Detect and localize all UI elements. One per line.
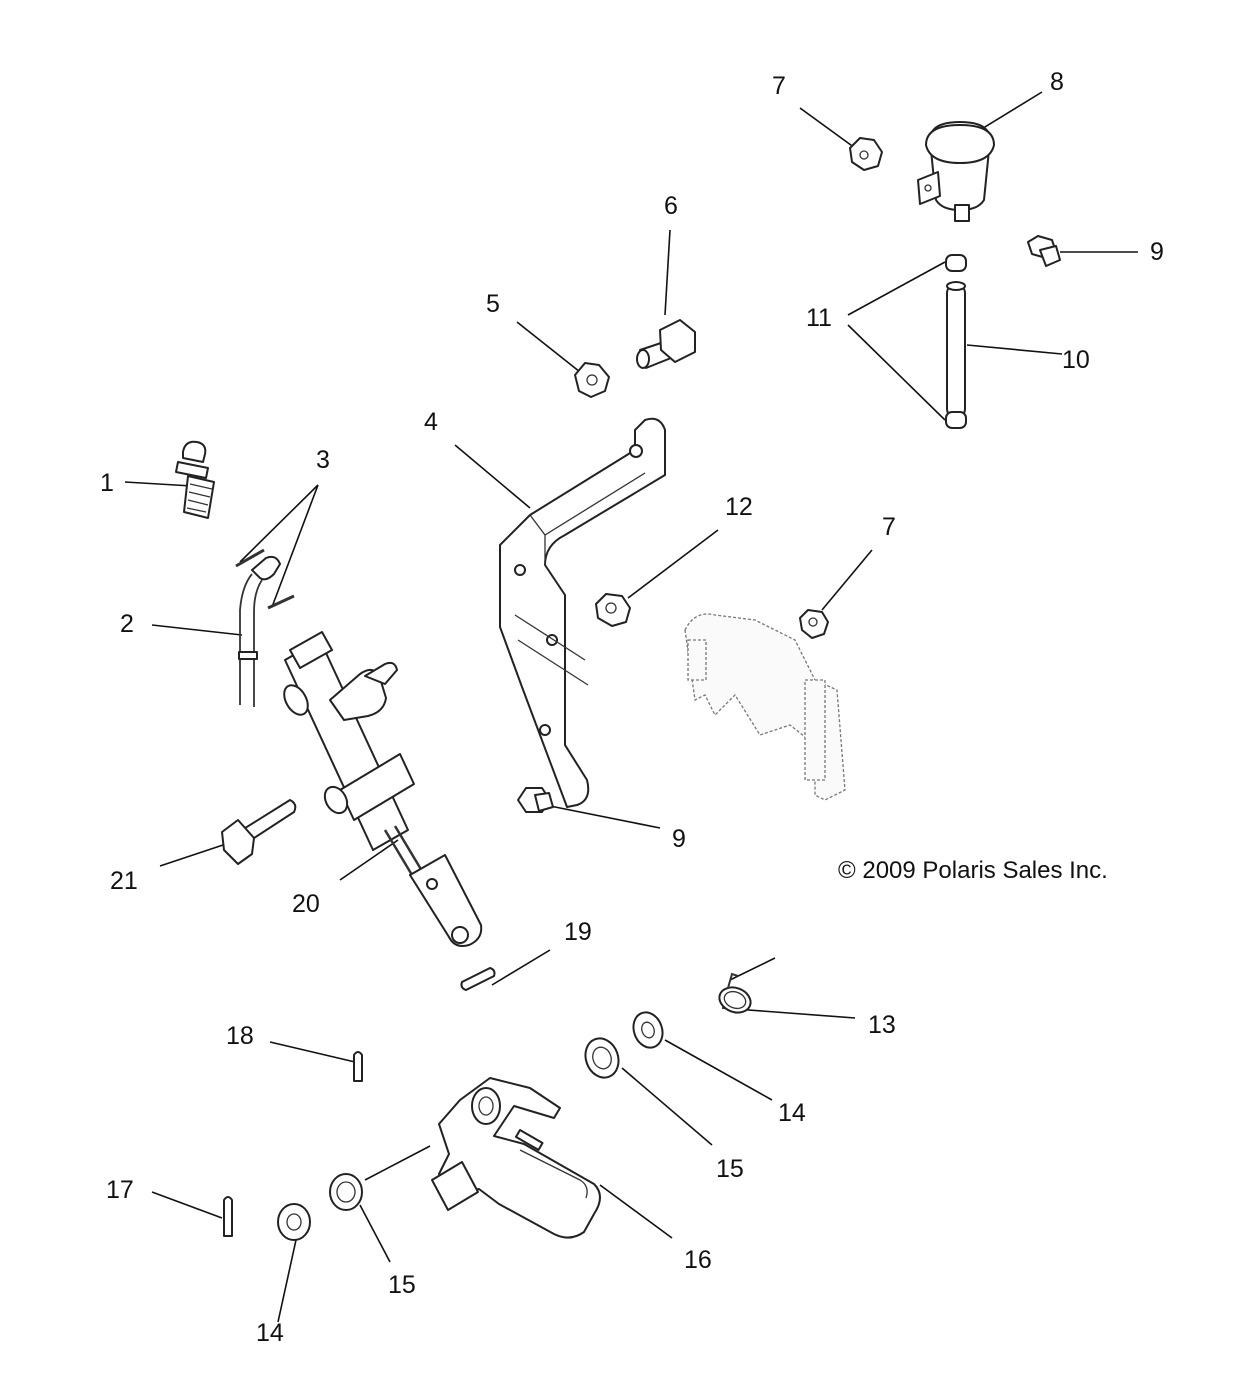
leader-15a — [621, 1067, 713, 1146]
leader-15b — [364, 1145, 431, 1181]
leader-16 — [599, 1184, 673, 1239]
nut-icon — [799, 609, 829, 639]
leader-5 — [516, 321, 581, 373]
clevis-pin-icon — [460, 967, 496, 991]
callout-15-left: 15 — [388, 1271, 416, 1299]
callout-11: 11 — [806, 304, 832, 332]
leader-14a — [664, 1039, 773, 1101]
fluid-reservoir-icon — [917, 121, 995, 222]
callout-20: 20 — [292, 890, 320, 918]
callout-labels: 1 2 3 4 5 6 7 8 9 10 11 12 7 13 14 15 16… — [100, 68, 1164, 1347]
leader-7a — [799, 107, 856, 149]
phantom-caliper — [684, 613, 846, 801]
spring-icon — [718, 972, 752, 1014]
callout-7-top: 7 — [772, 72, 786, 100]
leader-8 — [979, 91, 1043, 131]
mounting-bracket-icon — [499, 417, 666, 808]
callout-5: 5 — [486, 290, 500, 318]
leader-4 — [454, 444, 531, 509]
bushing-icon — [584, 1037, 620, 1079]
callout-19: 19 — [564, 918, 592, 946]
leader-17 — [151, 1191, 223, 1219]
leader-14b — [277, 1239, 297, 1323]
leader-15c — [359, 1204, 391, 1263]
callout-2: 2 — [120, 610, 134, 638]
leader-19 — [491, 949, 551, 986]
leader-3b — [271, 484, 319, 608]
bolt-icon — [517, 787, 554, 813]
leader-3a — [239, 484, 319, 563]
bolt-icon — [221, 799, 297, 865]
leader-13a — [729, 957, 776, 981]
callout-13: 13 — [868, 1011, 896, 1039]
hose-icon — [946, 281, 966, 418]
brake-line-icon — [238, 555, 281, 707]
leader-lines — [124, 91, 1138, 1323]
callout-21: 21 — [110, 867, 138, 895]
leader-11b — [847, 324, 946, 421]
bolt-icon — [636, 319, 696, 369]
leader-21 — [159, 841, 233, 867]
callout-14-right: 14 — [778, 1099, 806, 1127]
bleeder-screw-icon — [175, 440, 215, 519]
leader-2 — [151, 624, 243, 636]
leader-12 — [627, 529, 719, 599]
nut-icon — [595, 593, 631, 627]
callout-15-right: 15 — [716, 1155, 744, 1183]
callout-16: 16 — [684, 1246, 712, 1274]
leader-1 — [124, 481, 193, 487]
washer-icon — [277, 1203, 311, 1241]
brake-pedal-icon — [431, 1077, 601, 1239]
hose-clamp-icon — [945, 254, 967, 429]
callout-17: 17 — [106, 1176, 134, 1204]
callout-7-mid: 7 — [882, 513, 896, 541]
clip-icon — [235, 548, 295, 610]
callout-18: 18 — [226, 1022, 254, 1050]
cotter-pin-icon — [223, 1196, 233, 1237]
leader-20 — [339, 839, 399, 881]
leader-18 — [269, 1041, 356, 1063]
callout-6: 6 — [664, 192, 678, 220]
nut-icon — [574, 362, 610, 398]
callout-4: 4 — [424, 408, 438, 436]
callout-8: 8 — [1050, 68, 1064, 96]
leader-6 — [664, 229, 671, 316]
leader-10 — [966, 344, 1063, 355]
bushing-icon — [329, 1173, 363, 1211]
callout-10: 10 — [1062, 346, 1090, 374]
callout-1: 1 — [100, 469, 114, 497]
nut-icon — [849, 137, 883, 171]
leader-7b — [821, 549, 873, 611]
cotter-pin-icon — [353, 1051, 363, 1082]
washer-icon — [632, 1011, 664, 1049]
leader-9b — [544, 804, 661, 829]
callout-9-top: 9 — [1150, 238, 1164, 266]
bolt-icon — [1027, 235, 1061, 267]
master-cylinder-icon — [283, 631, 483, 947]
callout-3: 3 — [316, 446, 330, 474]
copyright-notice: © 2009 Polaris Sales Inc. — [838, 857, 1108, 884]
callout-14-left: 14 — [256, 1319, 284, 1347]
leader-11a — [847, 261, 946, 316]
callout-12: 12 — [725, 493, 753, 521]
callout-9-mid: 9 — [672, 825, 686, 853]
